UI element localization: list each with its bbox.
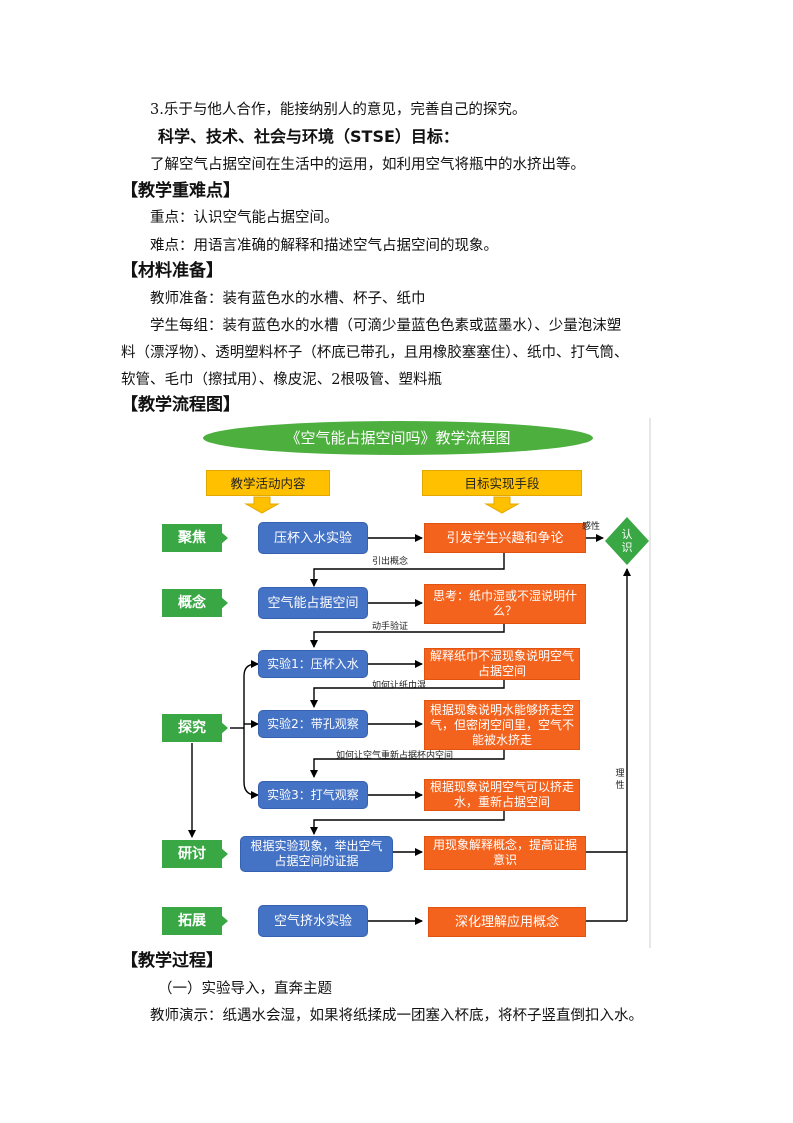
student-prep-line-2: 料（漂浮物）、透明塑料杯子（杯底已带孔，且用橡胶塞塞住）、纸巾、打气筒、 <box>121 345 629 361</box>
goal-deepen: 深化理解应用概念 <box>428 907 586 937</box>
activity-experiment-3: 实验3：打气观察 <box>258 781 368 809</box>
key-point: 重点：认识空气能占据空间。 <box>150 210 339 226</box>
title-oval <box>203 421 593 455</box>
materials-heading: 【材料准备】 <box>121 261 223 281</box>
stse-title: 科学、技术、社会与环境（STSE）目标： <box>158 127 459 146</box>
goal-air-water: 根据现象说明空气可以挤走水，重新占据空间 <box>424 779 580 811</box>
stage-concept: 概念 <box>162 589 222 617</box>
edge-label-rational: 理性 <box>615 769 625 791</box>
activity-air-occupies-space: 空气能占据空间 <box>258 587 368 619</box>
goal-water-air: 根据现象说明水能够挤走空气，但密闭空间里，空气不能被水挤走 <box>424 700 580 750</box>
stage-discuss: 研讨 <box>162 840 222 868</box>
stage-focus: 聚焦 <box>162 524 222 552</box>
process-text: 教师演示：纸遇水会湿，如果将纸揉成一团塞入杯底，将杯子竖直倒扣入水。 <box>150 1008 643 1024</box>
teacher-prep: 教师准备：装有蓝色水的水槽、杯子、纸巾 <box>150 291 426 307</box>
process-subheading: （一）实验导入，直奔主题 <box>158 981 332 997</box>
activity-column-header: 教学活动内容 <box>206 470 330 496</box>
goal-think: 思考：纸巾湿或不湿说明什么？ <box>424 584 586 624</box>
activity-experiment-2: 实验2：带孔观察 <box>258 710 368 738</box>
ability-goal-3: 3.乐于与他人合作，能接纳别人的意见，完善自己的探究。 <box>150 102 527 118</box>
edge-label-introduce: 引出概念 <box>372 557 409 567</box>
activity-experiment-1: 实验1：压杯入水 <box>258 650 368 678</box>
flowchart-heading: 【教学流程图】 <box>121 395 240 415</box>
stse-text: 了解空气占据空间在生活中的运用，如利用空气将瓶中的水挤出等。 <box>150 157 585 173</box>
edge-label-perceptual: 感性 <box>582 522 601 532</box>
stage-explore: 探究 <box>162 714 222 742</box>
edge-label-verify: 动手验证 <box>372 622 409 632</box>
teaching-flowchart: 教学活动内容 目标实现手段 《空气能占据空间吗》教学流程图 聚焦 概念 探究 研… <box>150 418 652 948</box>
key-difficult-heading: 【教学重难点】 <box>121 181 240 201</box>
goal-cognition: 认识 <box>621 528 633 554</box>
edge-label-wet: 如何让纸巾湿 <box>372 681 427 691</box>
goal-evidence: 用现象解释概念，提高证据意识 <box>424 836 586 870</box>
activity-air-squeeze-water: 空气挤水实验 <box>258 905 368 937</box>
activity-cup-in-water: 压杯入水实验 <box>258 522 368 554</box>
goal-explain: 解释纸巾不湿现象说明空气占据空间 <box>424 648 580 680</box>
student-prep-line-1: 学生每组：装有蓝色水的水槽（可滴少量蓝色色素或蓝墨水）、少量泡沫塑 <box>150 318 622 334</box>
process-heading: 【教学过程】 <box>121 951 223 971</box>
activity-evidence: 根据实验现象，举出空气占据空间的证据 <box>240 836 393 872</box>
flowchart-title: 《空气能占据空间吗》教学流程图 <box>285 428 511 447</box>
stage-extend: 拓展 <box>162 907 222 935</box>
hard-point: 难点：用语言准确的解释和描述空气占据空间的现象。 <box>150 238 498 254</box>
student-prep-line-3: 软管、毛巾（擦拭用）、橡皮泥、2根吸管、塑料瓶 <box>121 372 442 388</box>
edge-label-reoccupy: 如何让空气重新占据杯内空间 <box>336 751 454 761</box>
goal-column-header: 目标实现手段 <box>422 470 582 496</box>
goal-interest: 引发学生兴趣和争论 <box>424 523 586 553</box>
